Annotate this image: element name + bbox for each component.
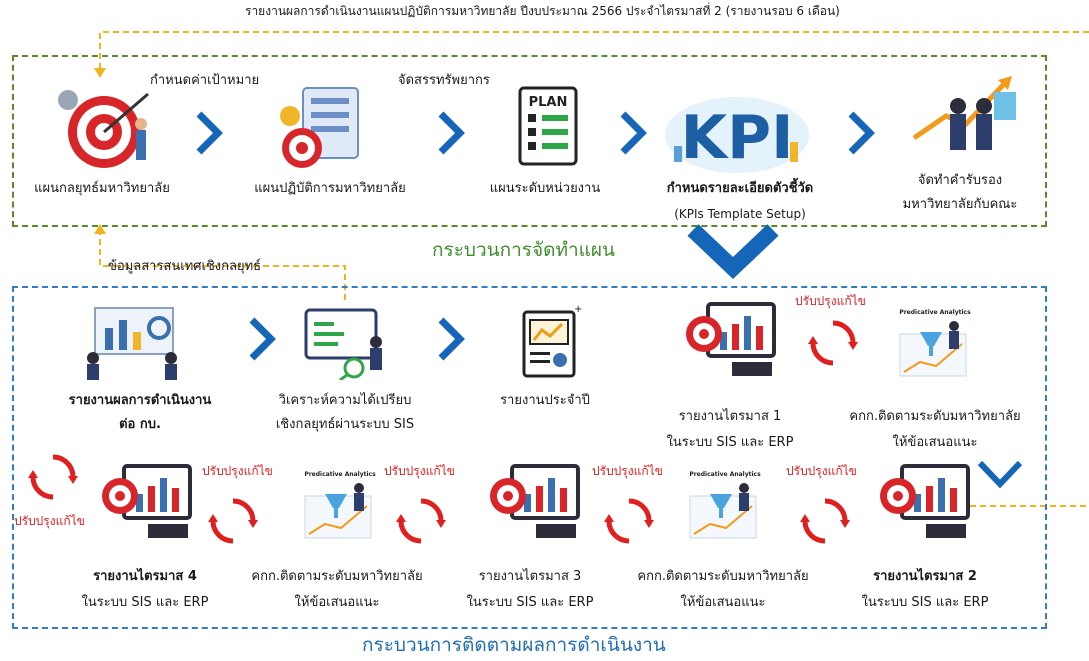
monitoring-process-box <box>12 286 1047 629</box>
predictive-analytics-icon: Predicative Analytics <box>899 309 971 377</box>
row1-committee-label-1: คกก.ติดตามระดับมหาวิทยาลัย <box>849 409 1021 424</box>
annual-report-icon: + <box>522 304 582 378</box>
predictive-analytics-icon: Predicative Analytics <box>304 471 376 539</box>
row2-quarter2-label-2: ในระบบ SIS และ ERP <box>861 595 989 610</box>
chevron-down-icon <box>687 224 779 280</box>
planning-section-title: กระบวนการจัดทำแผน <box>432 239 616 261</box>
chevron-right-icon <box>848 111 875 155</box>
handshake-growth-icon <box>912 76 1016 150</box>
chevron-right-icon <box>620 111 647 155</box>
improvement-cycle-icon <box>800 498 850 544</box>
row2-committee-label-1: คกก.ติดตามระดับมหาวิทยาลัย <box>251 569 423 584</box>
connector-label-set-target: กำหนดค่าเป้าหมาย <box>150 73 260 88</box>
step-unit-plan-label: แผนระดับหน่วยงาน <box>489 181 601 196</box>
analysis-dashboard-icon <box>304 308 382 380</box>
analytics-icon-text: Predicative Analytics <box>689 471 761 478</box>
row2-committee2-label-2: ให้ข้อเสนอแนะ <box>680 595 766 610</box>
row1-committee-label-2: ให้ข้อเสนอแนะ <box>892 435 978 450</box>
step-kpi-template-label: (KPIs Template Setup) <box>674 207 806 221</box>
improve-label: ปรับปรุงแก้ไข <box>795 294 866 308</box>
step-agreement-label-1: จัดทำคำรับรอง <box>917 173 1003 188</box>
row2-quarter4-label-1: รายงานไตรมาส 4 <box>93 569 197 584</box>
chevron-right-icon <box>438 317 465 361</box>
row1-annual-report-label: รายงานประจำปี <box>500 393 590 408</box>
quarter3-monitor-icon <box>490 464 580 538</box>
step-agreement-label-2: มหาวิทยาลัยกับคณะ <box>902 197 1018 212</box>
monitoring-section-title: กระบวนการติดตามผลการดำเนินงาน <box>362 634 666 656</box>
improve-label: ปรับปรุงแก้ไข <box>14 514 85 528</box>
connector-label-allocate-resources: จัดสรรทรัพยากร <box>398 73 490 88</box>
row1-quarter1-label-1: รายงานไตรมาส 1 <box>678 409 782 424</box>
analytics-icon-text: Predicative Analytics <box>899 309 971 316</box>
analytics-icon-text: Predicative Analytics <box>304 471 376 478</box>
chevron-right-icon <box>196 111 223 155</box>
chevron-right-icon <box>438 111 465 155</box>
plan-icon-text: PLAN <box>529 95 568 110</box>
row2-quarter3-label-1: รายงานไตรมาส 3 <box>478 569 582 584</box>
quarter2-monitor-icon <box>880 464 970 538</box>
presentation-meeting-icon <box>87 307 177 380</box>
target-strategy-icon <box>58 90 149 168</box>
improve-label: ปรับปรุงแก้ไข <box>384 464 455 478</box>
improve-label: ปรับปรุงแก้ไข <box>592 464 663 478</box>
improvement-cycle-icon <box>396 498 446 544</box>
action-plan-document-icon <box>280 87 359 168</box>
report-title: รายงานผลการดำเนินงานแผนปฏิบัติการมหาวิทย… <box>245 4 840 18</box>
chevron-down-icon <box>977 460 1023 489</box>
improve-label: ปรับปรุงแก้ไข <box>786 464 857 478</box>
quarter4-monitor-icon <box>102 464 192 538</box>
improvement-cycle-icon <box>604 498 654 544</box>
row1-strategic-analysis-label-2: เชิงกลยุทธ์ผ่านระบบ SIS <box>275 417 415 432</box>
plan-checklist-icon: PLAN <box>518 86 578 166</box>
row2-quarter3-label-2: ในระบบ SIS และ ERP <box>466 595 594 610</box>
kpi-icon-text: KPI <box>681 103 794 173</box>
improvement-cycle-icon <box>808 320 858 366</box>
row1-report-council-label-2: ต่อ กบ. <box>119 417 161 432</box>
row1-quarter1-label-2: ในระบบ SIS และ ERP <box>666 435 794 450</box>
step-action-plan-label: แผนปฏิบัติการมหาวิทยาลัย <box>254 181 406 196</box>
improvement-cycle-icon <box>208 498 258 544</box>
predictive-analytics-icon: Predicative Analytics <box>689 471 761 539</box>
step-kpi-detail-label: กำหนดรายละเอียดตัวชี้วัด <box>666 181 814 196</box>
row1-strategic-analysis-label-1: วิเคราะห์ความได้เปรียบ <box>278 393 412 408</box>
row1-report-council-label-1: รายงานผลการดำเนินงาน <box>68 393 212 408</box>
row2-quarter4-label-2: ในระบบ SIS และ ERP <box>81 595 209 610</box>
planning-process-box <box>12 55 1047 227</box>
quarter1-monitor-icon <box>686 302 776 376</box>
improvement-cycle-icon <box>28 454 78 500</box>
strategic-info-label: ข้อมูลสารสนเทศเชิงกลยุทธ์ <box>108 259 262 274</box>
kpi-icon: KPI <box>665 97 809 173</box>
improve-label: ปรับปรุงแก้ไข <box>202 464 273 478</box>
row2-committee2-label-1: คกก.ติดตามระดับมหาวิทยาลัย <box>637 569 809 584</box>
row2-quarter2-label-1: รายงานไตรมาส 2 <box>873 569 977 584</box>
step-strategic-plan-label: แผนกลยุทธ์มหาวิทยาลัย <box>34 181 170 196</box>
chevron-right-icon <box>249 317 276 361</box>
row2-committee-label-2: ให้ข้อเสนอแนะ <box>294 595 380 610</box>
svg-text:+: + <box>574 304 582 315</box>
